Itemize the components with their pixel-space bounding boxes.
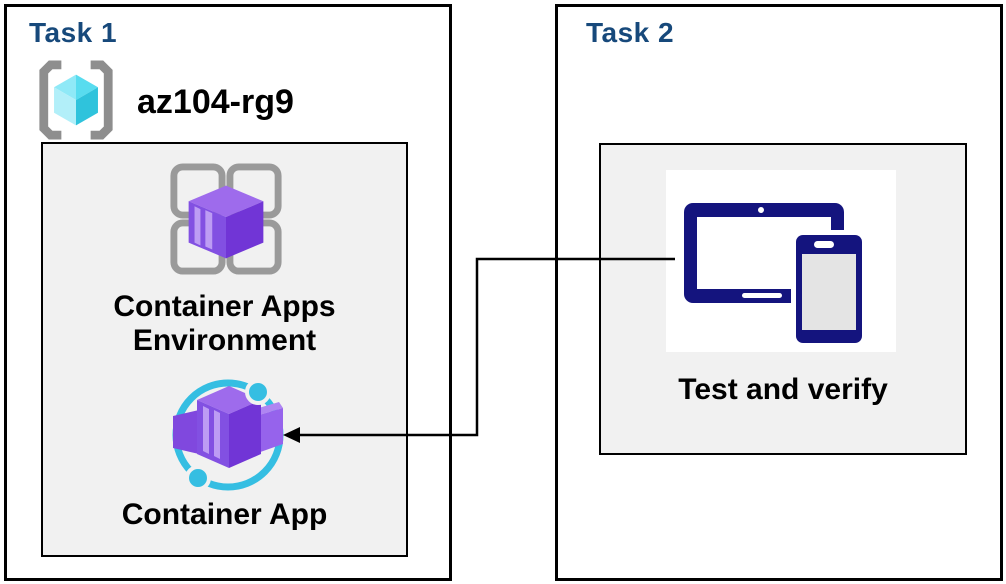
task2-box: Task 2: [555, 4, 1003, 581]
resource-group-icon: [29, 59, 123, 146]
environment-label: Container Apps Environment: [113, 290, 336, 357]
task2-title: Task 2: [586, 17, 675, 48]
resource-group-row: az104-rg9: [29, 59, 294, 146]
container-apps-environment-icon: [167, 160, 285, 283]
resource-group-name: az104-rg9: [137, 83, 294, 121]
container-app-label: Container App: [121, 498, 328, 531]
task1-title: Task 1: [29, 17, 118, 48]
container-app-icon: [165, 370, 295, 505]
task1-box: Task 1 az104-rg9: [4, 4, 452, 581]
devices-icon: [666, 203, 896, 356]
environment-box: Container Apps Environment: [41, 142, 408, 557]
test-box: Test and verify: [599, 143, 967, 455]
test-label: Test and verify: [678, 373, 888, 406]
devices-panel: [666, 170, 896, 352]
